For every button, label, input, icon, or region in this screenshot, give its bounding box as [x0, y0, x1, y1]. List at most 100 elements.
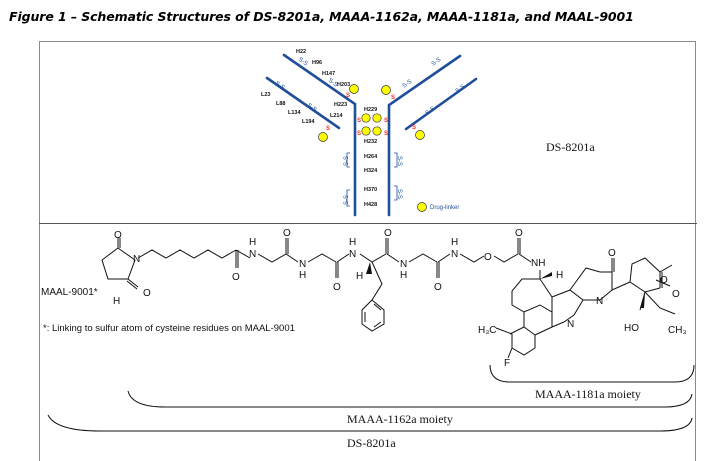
- brace-ds-8201a: [47, 414, 693, 432]
- light-chain-left: [265, 76, 341, 130]
- cysteine-labels: S S S S S S S S: [326, 93, 416, 137]
- footnote: *: Linking to sulfur atom of cysteine re…: [43, 323, 295, 334]
- wedge-bond: [640, 292, 645, 308]
- figure-frame: [39, 41, 696, 461]
- residue-label: H229: [364, 107, 377, 113]
- residue-label: H232: [364, 139, 377, 145]
- drug-linker-circle: [349, 84, 359, 94]
- residue-label: H324: [364, 168, 378, 174]
- brace-label-maaa-1162a: MAAA-1162a moiety: [347, 412, 453, 426]
- legend-drug-linker-circle: [417, 202, 427, 212]
- drug-linker-circle: [361, 113, 371, 123]
- cys-s-label: S: [357, 131, 361, 137]
- atom-h3c: H₃C: [478, 325, 497, 336]
- ss-label: S-S: [297, 57, 309, 68]
- residue-label: H428: [364, 202, 377, 208]
- ss-label: S-S: [425, 106, 437, 117]
- ss-label: S-S: [396, 156, 402, 166]
- atom-h: H: [400, 270, 407, 281]
- cys-s-label: S: [384, 118, 388, 124]
- ss-label: S-S: [396, 189, 402, 199]
- atom-o: O: [384, 228, 392, 239]
- cys-s-label: S: [346, 93, 350, 99]
- atom-o: O: [333, 282, 341, 293]
- residue-labels: H22 H96 H147 H203 H223 H229 H232 H264 H3…: [261, 49, 378, 208]
- ss-label: S-S: [327, 78, 339, 89]
- drug-linker-circle: [372, 126, 382, 136]
- residue-label: H203: [337, 82, 350, 88]
- heavy-chain-right: [387, 54, 462, 217]
- attachment-label: MAAL-9001*: [41, 287, 98, 298]
- atom-n: N: [299, 259, 306, 270]
- brace-maaa-1162a: [127, 390, 693, 408]
- wedge-bond: [540, 272, 552, 279]
- atom-o: O: [515, 228, 523, 239]
- atom-o: O: [608, 248, 616, 259]
- residue-label: L214: [330, 113, 343, 119]
- atom-o: O: [114, 230, 122, 241]
- atom-h: H: [113, 296, 120, 307]
- brace-label-maaa-1181a: MAAA-1181a moiety: [535, 387, 641, 401]
- heavy-chain-left: [282, 53, 357, 217]
- drug-linker-circle: [318, 132, 328, 142]
- figure-title: Figure 1 – Schematic Structures of DS-82…: [9, 9, 634, 24]
- cys-s-label: S: [357, 118, 361, 124]
- atom-h: H: [299, 270, 306, 281]
- light-chain-right: [404, 77, 478, 131]
- atom-n: N: [596, 296, 603, 307]
- atom-h: H: [249, 237, 256, 248]
- atom-ho: HO: [624, 323, 639, 334]
- atom-n: N: [249, 249, 256, 260]
- chemical-structure: [101, 238, 676, 359]
- atom-labels: O N O H O H N O N H O H N H O N H O H N …: [113, 228, 687, 369]
- drug-linker-markers: [318, 84, 427, 212]
- drug-linker-circle: [415, 130, 425, 140]
- ss-label: S-S: [306, 103, 318, 114]
- atom-o: O: [232, 272, 240, 283]
- atom-nh: NH: [531, 258, 545, 269]
- antibody-schematic: [265, 53, 478, 217]
- atom-o: O: [660, 275, 668, 286]
- atom-n: N: [400, 259, 407, 270]
- residue-label: H370: [364, 187, 377, 193]
- atom-n: N: [349, 249, 356, 260]
- brace-label-ds-8201a: DS-8201a: [347, 436, 396, 450]
- ss-brackets: [346, 152, 398, 207]
- atom-o: O: [434, 282, 442, 293]
- antibody-panel-label: DS-8201a: [546, 140, 595, 154]
- atom-f: F: [504, 358, 510, 369]
- ss-label: S-S: [402, 79, 414, 90]
- wedge-bond: [366, 262, 372, 274]
- atom-h: H: [356, 271, 363, 282]
- drug-linker-circle: [372, 113, 382, 123]
- atom-ch3: CH₃: [668, 325, 687, 336]
- ss-label: S-S: [431, 57, 443, 68]
- residue-label: H223: [334, 102, 347, 108]
- moiety-braces: [47, 364, 695, 432]
- panel-divider: [39, 223, 697, 224]
- atom-o: O: [283, 228, 291, 239]
- cys-s-label: S: [412, 125, 416, 131]
- residue-label: H96: [312, 60, 322, 66]
- atom-o: O: [143, 288, 151, 299]
- atom-o: O: [484, 252, 492, 263]
- atom-h: H: [349, 237, 356, 248]
- legend-drug-linker-label: Drug-linker: [430, 205, 459, 211]
- cys-s-label: S: [326, 126, 330, 132]
- atom-n: N: [567, 319, 574, 330]
- residue-label: L194: [302, 119, 315, 125]
- residue-label: H264: [364, 154, 378, 160]
- cys-s-label: S: [391, 95, 395, 101]
- atom-o: O: [672, 289, 680, 300]
- drug-linker-circle: [361, 126, 371, 136]
- atom-n: N: [451, 249, 458, 260]
- ss-label: S-S: [455, 84, 467, 95]
- ss-label: S-S: [274, 81, 286, 92]
- residue-label: H147: [322, 71, 335, 77]
- drug-linker-circle: [381, 85, 391, 95]
- residue-label: L134: [288, 110, 301, 116]
- brace-maaa-1181a: [489, 364, 695, 383]
- atom-h: H: [451, 237, 458, 248]
- residue-label: L88: [276, 101, 285, 107]
